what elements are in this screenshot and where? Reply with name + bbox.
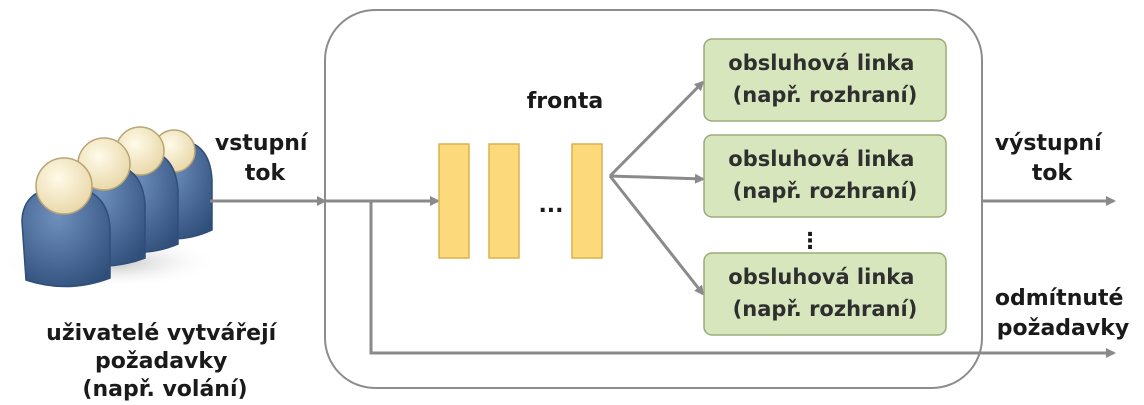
queue-slot: [571, 143, 603, 259]
users-icon: [0, 126, 220, 288]
server-arrow-3: [608, 175, 705, 296]
rejected-label: odmítnuté požadavky: [995, 286, 1131, 341]
servers-ellipsis: ⋮: [799, 229, 821, 254]
server-box-1: obsluhová linka (např. rozhraní): [703, 38, 947, 122]
users-label: uživatelé vytvářejí požadavky (např. vol…: [46, 321, 284, 402]
server-arrow-2: [609, 173, 705, 184]
svg-text:obsluhová linka (např. r: obsluhová linka (např. rozhraní): [728, 147, 921, 203]
rejected-arrow: [369, 201, 1116, 358]
svg-text:obsluhová linka (např. r: obsluhová linka (např. rozhraní): [728, 265, 921, 321]
queue-slot: [488, 143, 520, 259]
svg-text:obsluhová linka (např. r: obsluhová linka (např. rozhraní): [728, 51, 921, 107]
server-arrow-1: [608, 80, 705, 178]
queue-label: fronta: [527, 89, 604, 114]
server-box-2: obsluhová linka (např. rozhraní): [703, 134, 947, 218]
output-flow-label: výstupní tok: [995, 131, 1110, 186]
server-box-3: obsluhová linka (např. rozhraní): [703, 252, 947, 336]
queue-ellipsis: ...: [538, 193, 563, 218]
input-flow-label: vstupní tok: [215, 131, 315, 186]
queue-slot: [438, 143, 470, 259]
